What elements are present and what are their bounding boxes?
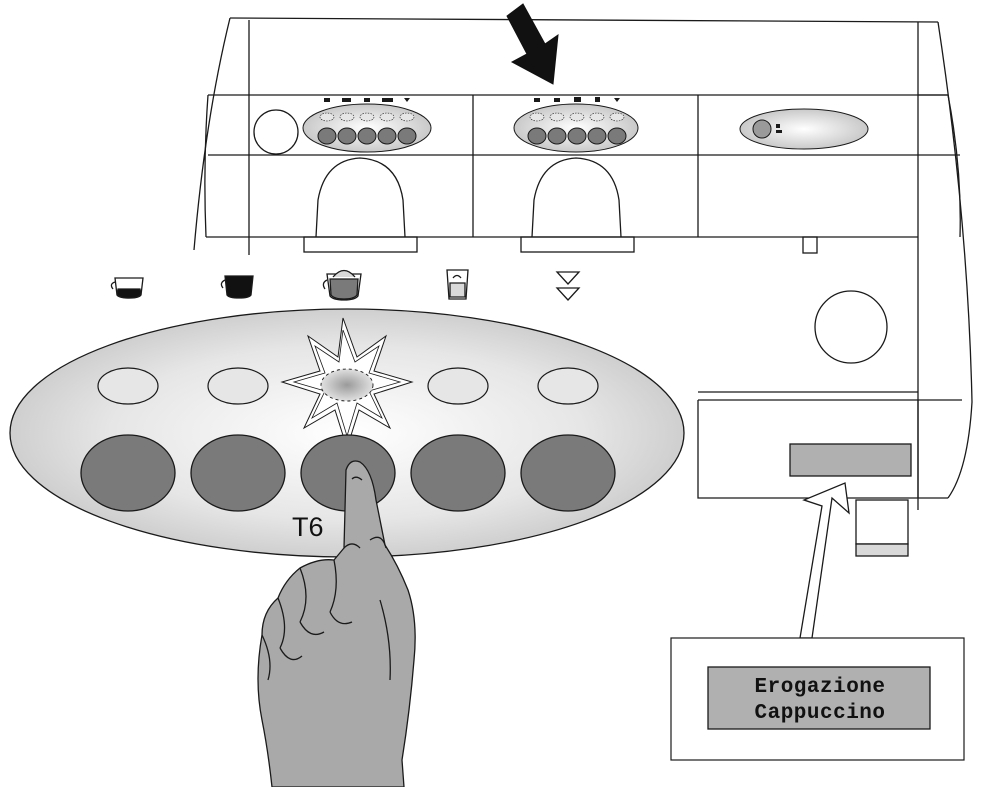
callout-arrow-icon (799, 482, 850, 639)
pressing-hand-icon (257, 460, 416, 787)
cup-holder (855, 499, 909, 557)
selection-button-1[interactable] (80, 434, 176, 512)
mini-panel-right (739, 108, 869, 150)
lcd-screen (707, 666, 931, 730)
machine-top-edge (229, 17, 939, 23)
led-4 (427, 367, 489, 405)
double-dose-icon (555, 271, 581, 301)
led-2 (207, 367, 269, 405)
pointer-arrow-icon (506, 3, 559, 85)
espresso-cup-icon (110, 277, 144, 299)
machine-right-side (937, 21, 973, 403)
steam-nozzle (802, 236, 818, 254)
selection-button-2[interactable] (190, 434, 286, 512)
lcd-line-1: Erogazione (754, 676, 885, 699)
mini-panel-left (302, 98, 432, 153)
latte-glass-icon (446, 269, 469, 300)
dispenser-arch-left (315, 157, 406, 238)
coffee-cup-icon (220, 275, 254, 299)
led-5 (537, 367, 599, 405)
machine-right-lower (947, 401, 973, 499)
mini-panel-center (513, 97, 639, 153)
selection-button-4[interactable] (410, 434, 506, 512)
lcd-line-2: Cappuccino (754, 702, 885, 725)
beverage-icons-row (110, 269, 581, 301)
led-row (97, 367, 599, 405)
drip-tray-left (303, 236, 418, 253)
led-1 (97, 367, 159, 405)
machine-left-side (193, 17, 231, 251)
led-3-flashing (280, 317, 414, 450)
button-label-t6: T6 (292, 512, 324, 542)
machine-body (193, 17, 973, 510)
steam-knob[interactable] (814, 290, 888, 364)
cappuccino-cup-icon (322, 269, 362, 301)
selector-knob[interactable] (253, 109, 299, 155)
selection-button-5[interactable] (520, 434, 616, 512)
machine-display-window (789, 443, 912, 477)
dispenser-arch-right (531, 157, 622, 238)
drip-tray-right (520, 236, 635, 253)
